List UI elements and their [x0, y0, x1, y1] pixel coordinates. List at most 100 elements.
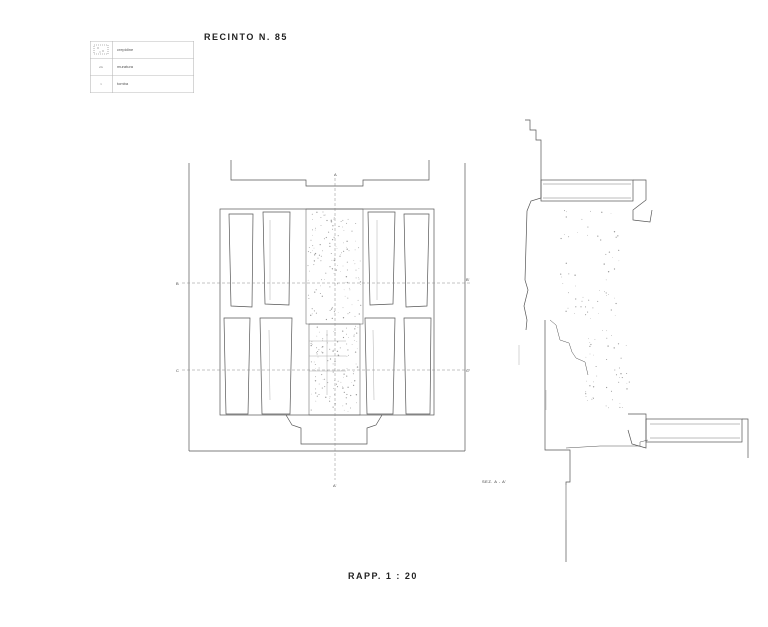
- stipple-dot: [351, 231, 353, 233]
- stipple-dot: [346, 246, 347, 248]
- stipple-dot: [318, 331, 320, 333]
- stipple-dot: [313, 254, 316, 256]
- stipple-dot: [317, 257, 319, 259]
- stipple-dot: [310, 344, 312, 347]
- stipple-dot: [348, 354, 349, 356]
- stipple-dot: [315, 388, 317, 390]
- stipple-dot: [581, 218, 583, 220]
- stipple-dot: [317, 356, 319, 358]
- stipple-dot: [592, 397, 594, 400]
- stipple-dot: [329, 286, 331, 288]
- stipple-dot: [320, 285, 321, 287]
- stipple-dot: [617, 235, 619, 237]
- stipple-dot: [590, 318, 591, 320]
- stipple-dot: [342, 330, 344, 332]
- stipple-dot: [316, 326, 318, 328]
- legend-grid: [90, 41, 194, 93]
- stipple-dot: [343, 230, 345, 231]
- stipple-dot: [336, 341, 339, 343]
- stipple-dot: [560, 273, 562, 275]
- stipple-dot: [324, 279, 325, 281]
- stipple-dot: [315, 289, 317, 291]
- stipple-dot: [329, 358, 332, 360]
- stipple-dot: [316, 353, 318, 355]
- section-fill-stipple: [560, 210, 630, 409]
- section-view: [518, 119, 749, 562]
- stipple-dot: [568, 273, 570, 275]
- stipple-dot: [326, 219, 328, 222]
- stipple-dot: [313, 260, 316, 262]
- stipple-dot: [618, 260, 620, 262]
- stipple-dot: [325, 236, 327, 239]
- stipple-dot: [615, 374, 618, 376]
- stipple-dot: [606, 358, 608, 361]
- stipple-dot: [327, 342, 328, 344]
- stipple-dot: [605, 292, 607, 294]
- stipple-dot: [346, 375, 348, 377]
- stipple-dot: [314, 229, 316, 231]
- stipple-dot: [595, 365, 597, 368]
- stipple-dot: [357, 299, 359, 301]
- stipple-dot: [574, 274, 576, 276]
- stipple-dot: [619, 403, 621, 404]
- plan-view: [188, 160, 466, 452]
- stipple-dot: [605, 405, 607, 407]
- stipple-dot: [575, 285, 576, 287]
- stipple-dot: [620, 357, 622, 359]
- stipple-dot: [325, 396, 327, 398]
- stipple-dot: [354, 249, 356, 251]
- plan-stipple: [307, 211, 362, 412]
- stipple-dot: [585, 356, 587, 358]
- stipple-dot: [307, 265, 309, 267]
- stipple-dot: [315, 376, 316, 378]
- stipple-dot: [329, 396, 331, 398]
- stipple-dot: [594, 339, 596, 340]
- stipple-dot: [606, 337, 608, 339]
- stipple-dot: [588, 299, 590, 301]
- plan-tomb-4: [403, 213, 430, 308]
- stipple-dot: [311, 313, 313, 315]
- marker-b-prime: B': [466, 277, 470, 282]
- stipple-dot: [346, 327, 347, 329]
- stipple-dot: [321, 387, 323, 389]
- stipple-dot: [337, 312, 339, 313]
- stipple-dot: [338, 225, 340, 228]
- stipple-dot: [355, 325, 357, 327]
- stipple-dot: [354, 315, 356, 317]
- stipple-dot: [562, 283, 564, 284]
- stipple-dot: [333, 349, 335, 351]
- stipple-dot: [343, 242, 344, 244]
- stipple-dot: [612, 256, 614, 258]
- stipple-dot: [348, 337, 349, 338]
- stipple-dot: [628, 381, 630, 383]
- stipple-dot: [311, 213, 313, 215]
- stipple-dot: [321, 351, 323, 353]
- stipple-dot: [325, 318, 328, 321]
- stipple-dot: [618, 249, 620, 251]
- stipple-dot: [355, 269, 357, 271]
- stipple-dot: [313, 247, 315, 249]
- stipple-dot: [346, 368, 348, 369]
- stipple-dot: [332, 306, 333, 308]
- stipple-dot: [354, 263, 356, 265]
- stipple-dot: [342, 336, 345, 339]
- stipple-dot: [321, 279, 322, 281]
- stipple-dot: [318, 349, 320, 351]
- marker-a: A: [334, 172, 337, 177]
- stipple-dot: [319, 243, 321, 246]
- stipple-dot: [340, 221, 342, 222]
- stipple-dot: [356, 402, 357, 404]
- stipple-dot: [587, 311, 589, 313]
- stipple-dot: [346, 333, 347, 335]
- stipple-dot: [315, 227, 317, 229]
- stipple-dot: [358, 278, 360, 280]
- stipple-dot: [322, 250, 324, 252]
- stipple-dot: [357, 277, 359, 278]
- stipple-dot: [613, 347, 615, 349]
- stipple-dot: [347, 313, 349, 315]
- stipple-dot: [351, 382, 353, 383]
- stipple-dot: [324, 386, 326, 388]
- stipple-dot: [584, 306, 587, 308]
- stipple-dot: [331, 259, 333, 261]
- stipple-dot: [360, 304, 362, 306]
